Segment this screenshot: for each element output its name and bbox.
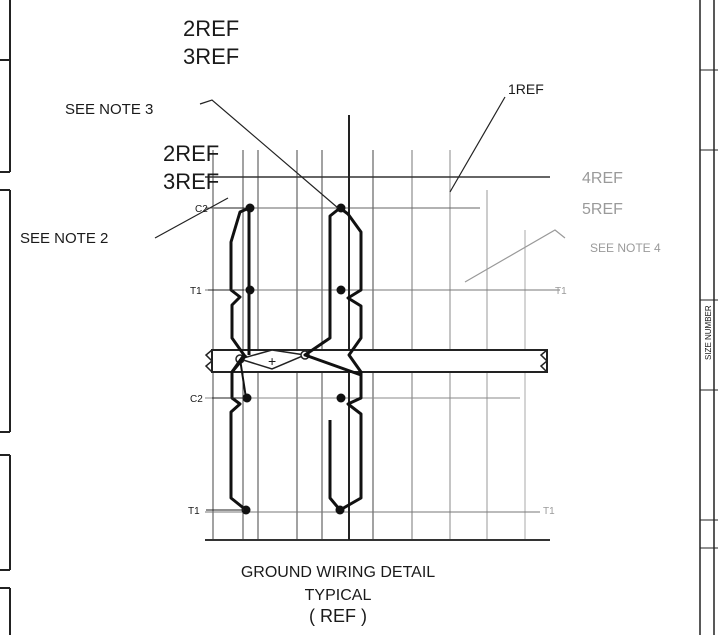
- row-label-c2-top: C2: [195, 204, 208, 215]
- terminal-t1-left-top: [245, 285, 255, 295]
- terminal-t1-right-top: [336, 285, 346, 295]
- row-label-t1-top-right: T1: [555, 286, 567, 297]
- callout-4ref: 4REF: [582, 170, 623, 187]
- right-ground-wire: [303, 206, 363, 512]
- row-labels: C2 T1 C2 T1 T1 T1: [188, 204, 567, 517]
- row-label-t1-bottom-right: T1: [543, 506, 555, 517]
- callout-1ref: 1REF: [508, 81, 544, 97]
- terminal-c2-right-top: [336, 203, 346, 213]
- terminal-t1-left-bottom: [241, 505, 251, 515]
- callout-2ref-left: 2REF: [163, 141, 219, 166]
- terminal-t1-right-bottom: [335, 505, 345, 515]
- left-frame: [0, 0, 11, 635]
- callout-2ref-upper: 2REF: [183, 16, 239, 41]
- detail-subtitle: TYPICAL: [305, 587, 372, 604]
- left-ground-wire: [229, 206, 251, 512]
- row-label-t1-top: T1: [190, 286, 202, 297]
- row-label-t1-bottom: T1: [188, 506, 200, 517]
- terminal-c2-left-top: [245, 203, 255, 213]
- callout-see-note-2: SEE NOTE 2: [20, 230, 108, 247]
- callout-5ref: 5REF: [582, 201, 623, 218]
- right-title-block: [699, 0, 718, 635]
- terminal-c2-left-bottom: [242, 393, 252, 403]
- left-drop: [239, 358, 247, 399]
- callout-see-note-4: SEE NOTE 4: [590, 241, 661, 255]
- leader-note-2: [154, 197, 229, 239]
- callout-3ref-left: 3REF: [163, 169, 219, 194]
- callout-3ref-upper: 3REF: [183, 44, 239, 69]
- leader-note-3: [199, 99, 339, 209]
- detail-title: GROUND WIRING DETAIL: [241, 564, 435, 581]
- leader-note-4: [464, 229, 566, 283]
- leader-1ref: [449, 96, 506, 193]
- row-label-c2-bottom: C2: [190, 394, 203, 405]
- leader-lines: [154, 96, 566, 283]
- detail-ref: ( REF ): [309, 606, 367, 626]
- title-block-size-number: SIZE NUMBER: [704, 305, 713, 360]
- left-crossover: [230, 354, 248, 373]
- bus-plus-marker: +: [268, 353, 276, 369]
- terminal-c2-right-bottom: [336, 393, 346, 403]
- callout-see-note-3: SEE NOTE 3: [65, 101, 153, 118]
- terminal-points: [241, 203, 346, 515]
